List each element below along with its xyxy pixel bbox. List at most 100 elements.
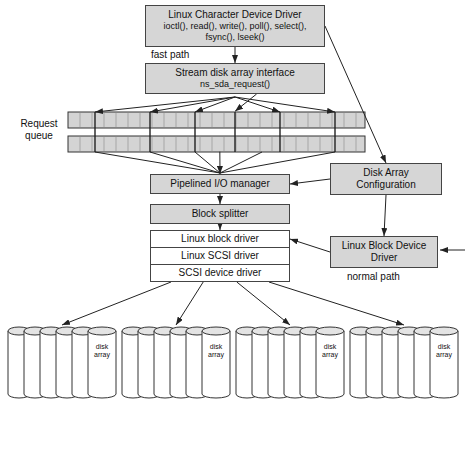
disk-cylinder bbox=[430, 327, 458, 398]
queue-slot bbox=[80, 136, 81, 152]
disk-top bbox=[430, 327, 458, 335]
connector-arrow bbox=[269, 282, 404, 325]
queue-slot bbox=[272, 112, 273, 128]
merge-line bbox=[195, 152, 220, 173]
queue-slot bbox=[212, 136, 213, 152]
queue-slot bbox=[212, 112, 213, 128]
node-title: Linux Block Device Driver bbox=[335, 240, 433, 264]
queue-slot bbox=[116, 136, 117, 152]
queue-slot bbox=[140, 112, 141, 128]
fan-line bbox=[195, 97, 235, 112]
merge-line bbox=[150, 152, 220, 173]
disk-cylinder bbox=[202, 327, 230, 398]
connector-arrow bbox=[235, 47, 236, 63]
disk-array: disk array bbox=[8, 325, 116, 399]
queue-slot bbox=[164, 136, 165, 152]
queue-slot bbox=[296, 136, 297, 152]
driver-box: Linux Character Device Driverioctl(), re… bbox=[145, 5, 325, 47]
queue-slot bbox=[272, 136, 273, 152]
edge-label: fast path bbox=[150, 49, 190, 61]
disk-array: disk array bbox=[122, 325, 230, 399]
manager-box: Pipelined I/O manager bbox=[150, 174, 290, 194]
queue-slot bbox=[296, 112, 297, 128]
node-title: Disk Array Configuration bbox=[335, 167, 437, 191]
merge-line bbox=[95, 152, 220, 173]
node-body: ioctl(), read(), write(), poll(), select… bbox=[150, 21, 320, 43]
connector-arrow bbox=[325, 26, 386, 163]
node-title: Stream disk array interface bbox=[150, 67, 320, 79]
connector-arrow bbox=[290, 239, 330, 252]
queue-bar bbox=[68, 112, 365, 128]
queue-slot bbox=[248, 112, 249, 128]
merge-line bbox=[220, 152, 335, 173]
connector-arrow bbox=[384, 195, 386, 236]
queue-slot bbox=[260, 112, 261, 128]
queue-slot bbox=[116, 112, 117, 128]
disk-cylinder bbox=[88, 327, 116, 398]
node-body: ns_sda_request() bbox=[150, 79, 320, 90]
connector-arrow bbox=[220, 194, 221, 204]
queue-slot bbox=[200, 136, 201, 152]
queue-slot bbox=[356, 112, 357, 128]
queue-slot bbox=[308, 112, 309, 128]
queue-slot bbox=[200, 112, 201, 128]
queue-slot bbox=[128, 136, 129, 152]
queue-slot bbox=[140, 136, 141, 152]
node-title: disk array bbox=[431, 343, 457, 359]
connector-arrow bbox=[290, 179, 330, 184]
node-title: Linux block driver bbox=[155, 233, 285, 245]
queue-slot bbox=[344, 112, 345, 128]
config-box: Disk Array Configuration bbox=[330, 163, 442, 195]
queue-bar bbox=[68, 136, 365, 152]
driver-box: Linux Block Device Driver bbox=[330, 236, 438, 268]
queue-slot bbox=[248, 136, 249, 152]
queue-slot bbox=[260, 136, 261, 152]
queue-lane bbox=[234, 112, 235, 152]
queue-slot bbox=[104, 112, 105, 128]
connector-arrow bbox=[219, 152, 220, 174]
connector-arrow bbox=[62, 282, 171, 325]
node-title: Linux SCSI driver bbox=[155, 250, 285, 262]
queue-slot bbox=[152, 112, 153, 128]
request-queue: Request queue bbox=[15, 108, 370, 154]
disk-array: disk array bbox=[350, 325, 458, 399]
node-title: disk array bbox=[317, 343, 343, 359]
disk-array: disk array bbox=[236, 325, 344, 399]
queue-slot bbox=[224, 136, 225, 152]
queue-slot bbox=[224, 112, 225, 128]
driver-layer: Linux SCSI driver bbox=[150, 247, 290, 265]
disk-body bbox=[430, 331, 458, 398]
merge-line bbox=[220, 152, 262, 173]
driver-layer: SCSI device driver bbox=[150, 264, 290, 282]
queue-slot bbox=[80, 112, 81, 128]
node-title: disk array bbox=[203, 343, 229, 359]
incoming-arrow bbox=[440, 250, 465, 251]
queue-slot bbox=[152, 136, 153, 152]
node-title: Block splitter bbox=[155, 208, 285, 220]
disk-body bbox=[88, 331, 116, 398]
queue-slot bbox=[176, 112, 177, 128]
queue-slot bbox=[320, 112, 321, 128]
queue-slot bbox=[164, 112, 165, 128]
path-label: normal path bbox=[346, 271, 401, 283]
queue-slot bbox=[188, 136, 189, 152]
queue-slot bbox=[104, 136, 105, 152]
queue-slot bbox=[284, 136, 285, 152]
disk-body bbox=[316, 331, 344, 398]
fan-line bbox=[235, 97, 280, 112]
queue-slot bbox=[356, 136, 357, 152]
queue-slot bbox=[284, 112, 285, 128]
queue-slot bbox=[92, 112, 93, 128]
queue-slot bbox=[332, 136, 333, 152]
queue-lane bbox=[149, 112, 150, 152]
queue-slot bbox=[308, 136, 309, 152]
node-title: Pipelined I/O manager bbox=[155, 178, 285, 190]
queue-slot bbox=[344, 136, 345, 152]
queue-slot bbox=[92, 136, 93, 152]
node-title: SCSI device driver bbox=[155, 267, 285, 279]
fan-line bbox=[95, 97, 235, 112]
driver-layer: Linux block driver bbox=[150, 230, 290, 248]
connector-arrow bbox=[235, 94, 257, 111]
queue-lane bbox=[194, 112, 195, 152]
node-title: disk array bbox=[89, 343, 115, 359]
